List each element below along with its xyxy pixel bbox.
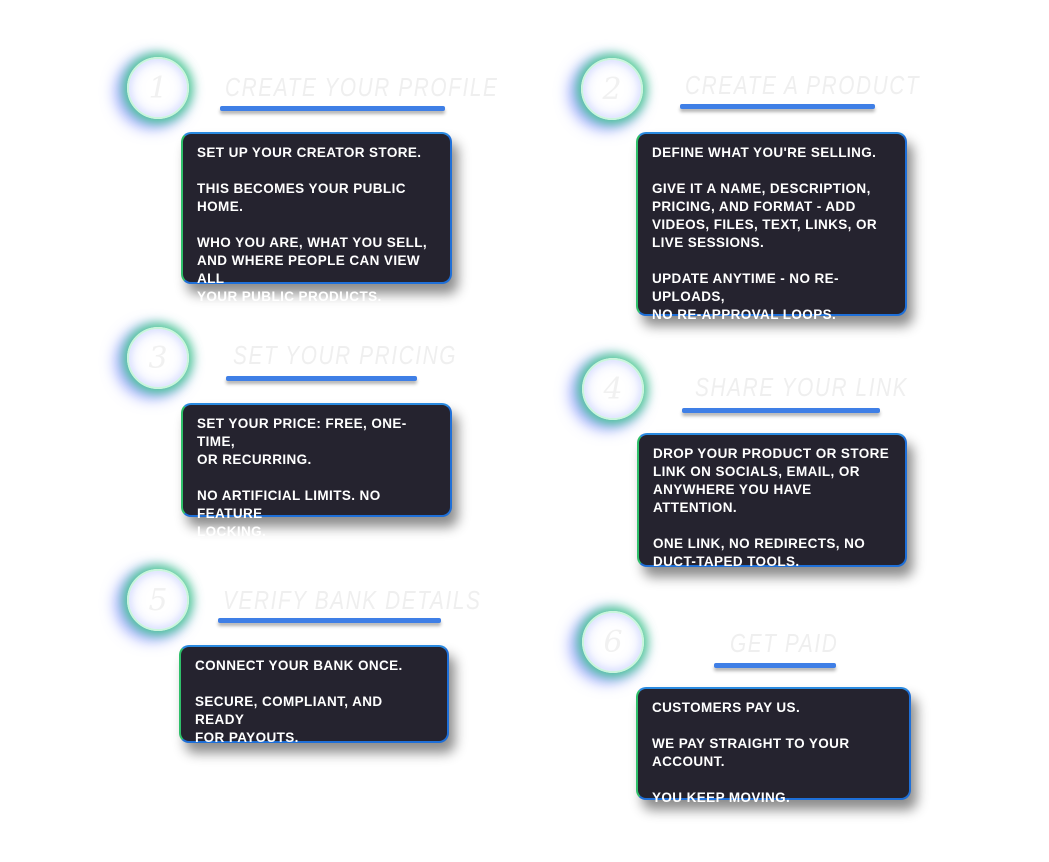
step-number-badge: 6 bbox=[582, 611, 644, 673]
step-title: Get paid bbox=[730, 628, 839, 658]
step-description: Update anytime - no re-uploads, no re-ap… bbox=[652, 271, 839, 322]
step-description: Connect your bank once. bbox=[195, 658, 403, 673]
step-card: Set up your creator store. This becomes y… bbox=[181, 132, 452, 304]
step-description: Customers pay us. bbox=[652, 700, 801, 715]
step-card: Drop your product or store link on socia… bbox=[637, 433, 907, 569]
step-description: We pay straight to your account. bbox=[652, 736, 850, 769]
step-number-badge: 5 bbox=[127, 569, 189, 631]
step-number-badge: 4 bbox=[582, 358, 644, 420]
step-card: Connect your bank once. Secure, compliant… bbox=[179, 645, 449, 745]
step-number: 2 bbox=[602, 71, 622, 107]
step-description: No artificial limits. No feature locking… bbox=[197, 488, 381, 539]
step-description: Secure, compliant, and ready for payouts… bbox=[195, 694, 383, 745]
title-underline bbox=[226, 376, 417, 381]
step-title: Create your profile bbox=[225, 72, 499, 102]
step-card: Customers pay us. We pay straight to your… bbox=[636, 687, 911, 805]
step-number: 1 bbox=[148, 70, 168, 106]
step-number: 4 bbox=[603, 371, 623, 407]
step-number: 3 bbox=[148, 340, 168, 376]
step-card: Define what you're selling. Give it a nam… bbox=[636, 132, 907, 322]
step-description: Set your price: free, one-time, or recur… bbox=[197, 416, 407, 467]
step-title: Create a product bbox=[685, 70, 921, 100]
step-description: Who you are, what you sell, and where pe… bbox=[197, 235, 428, 304]
title-underline bbox=[682, 408, 880, 413]
step-description: You keep moving. bbox=[652, 790, 791, 805]
step-number: 5 bbox=[148, 582, 168, 618]
step-card: Set your price: free, one-time, or recur… bbox=[181, 403, 452, 539]
step-title: Share your link bbox=[695, 372, 909, 402]
title-underline bbox=[218, 618, 441, 623]
step-description: Drop your product or store link on socia… bbox=[653, 446, 890, 515]
step-number-badge: 3 bbox=[127, 327, 189, 389]
step-description: Give it a name, description, pricing, an… bbox=[652, 181, 878, 250]
step-title: Set your pricing bbox=[233, 340, 458, 370]
step-number-badge: 2 bbox=[581, 58, 643, 120]
step-number: 6 bbox=[603, 624, 623, 660]
step-description: Define what you're selling. bbox=[652, 145, 877, 160]
step-description: This becomes your public home. bbox=[197, 181, 406, 214]
title-underline bbox=[220, 106, 445, 111]
title-underline bbox=[714, 663, 836, 668]
title-underline bbox=[680, 104, 875, 109]
step-description: One link, no redirects, no duct-taped to… bbox=[653, 536, 866, 569]
step-number-badge: 1 bbox=[127, 57, 189, 119]
step-description: Set up your creator store. bbox=[197, 145, 422, 160]
step-title: Verify bank details bbox=[223, 585, 482, 615]
